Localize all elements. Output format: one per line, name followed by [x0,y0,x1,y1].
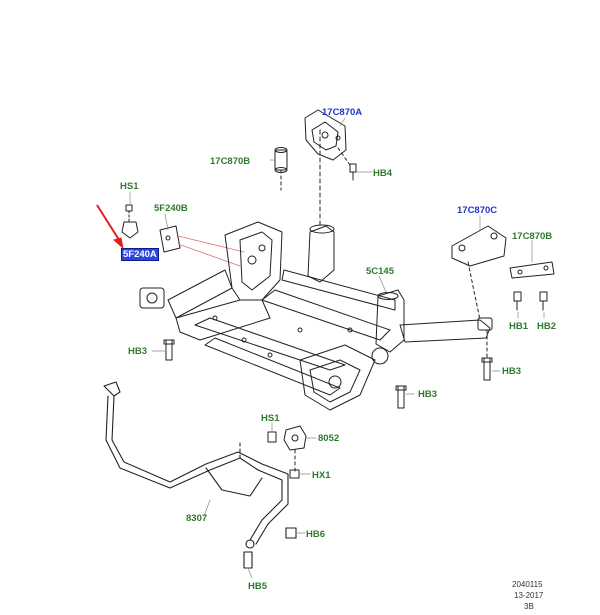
label-hs1-top: HS1 [120,181,139,192]
sensor-8052-part [267,425,307,473]
footer-ref-line1: 2040115 [512,580,543,589]
label-17c870a: 17C870A [322,107,363,118]
label-8052: 8052 [318,433,340,444]
label-17c870c: 17C870C [457,205,498,216]
label-hx1: HX1 [312,470,331,481]
label-5f240a-highlighted[interactable]: 5F240A [121,248,159,261]
label-5f240b: 5F240B [154,203,188,214]
front-subframe-part [139,221,493,411]
label-hb1: HB1 [509,321,529,332]
label-17c870b-top: 17C870B [210,156,251,167]
lower-frame-8307-part [103,381,297,569]
fastener-hx1-part [289,469,300,479]
label-hb4: HB4 [373,168,393,179]
bolts-hb1-hb2-part [513,291,548,311]
sensor-leader-lines [177,235,245,267]
label-8307: 8307 [186,513,208,524]
bolt-hb3-mid-part [395,385,407,409]
label-hb3-right: HB3 [502,366,522,377]
label-hb3-left: HB3 [128,346,148,357]
bracket-5f240b-part [159,225,181,253]
bushing-17c870b-top-part [274,147,288,191]
bracket-17c870a-part [304,109,351,226]
footer-ref-line3: 3B [524,602,534,611]
footer-ref-line2: 13-2017 [514,591,544,600]
bracket-17c870c-part [451,225,507,321]
label-hb3-mid: HB3 [418,389,438,400]
pointer-arrow [96,204,124,250]
label-hb6: HB6 [306,529,326,540]
bolt-hb3-right-part [481,329,493,381]
label-hs1-mid: HS1 [261,413,280,424]
callout-leaders [129,117,545,579]
label-5c145: 5C145 [366,266,394,277]
label-hb2: HB2 [537,321,557,332]
bracket-17c870b-right-part [509,261,555,279]
bolt-hb3-left-part [163,339,175,361]
label-17c870b-right: 17C870B [512,231,553,242]
bolt-hb4-part [349,163,357,181]
label-hb5: HB5 [248,581,268,592]
sensor-5f240a-part [121,204,139,239]
